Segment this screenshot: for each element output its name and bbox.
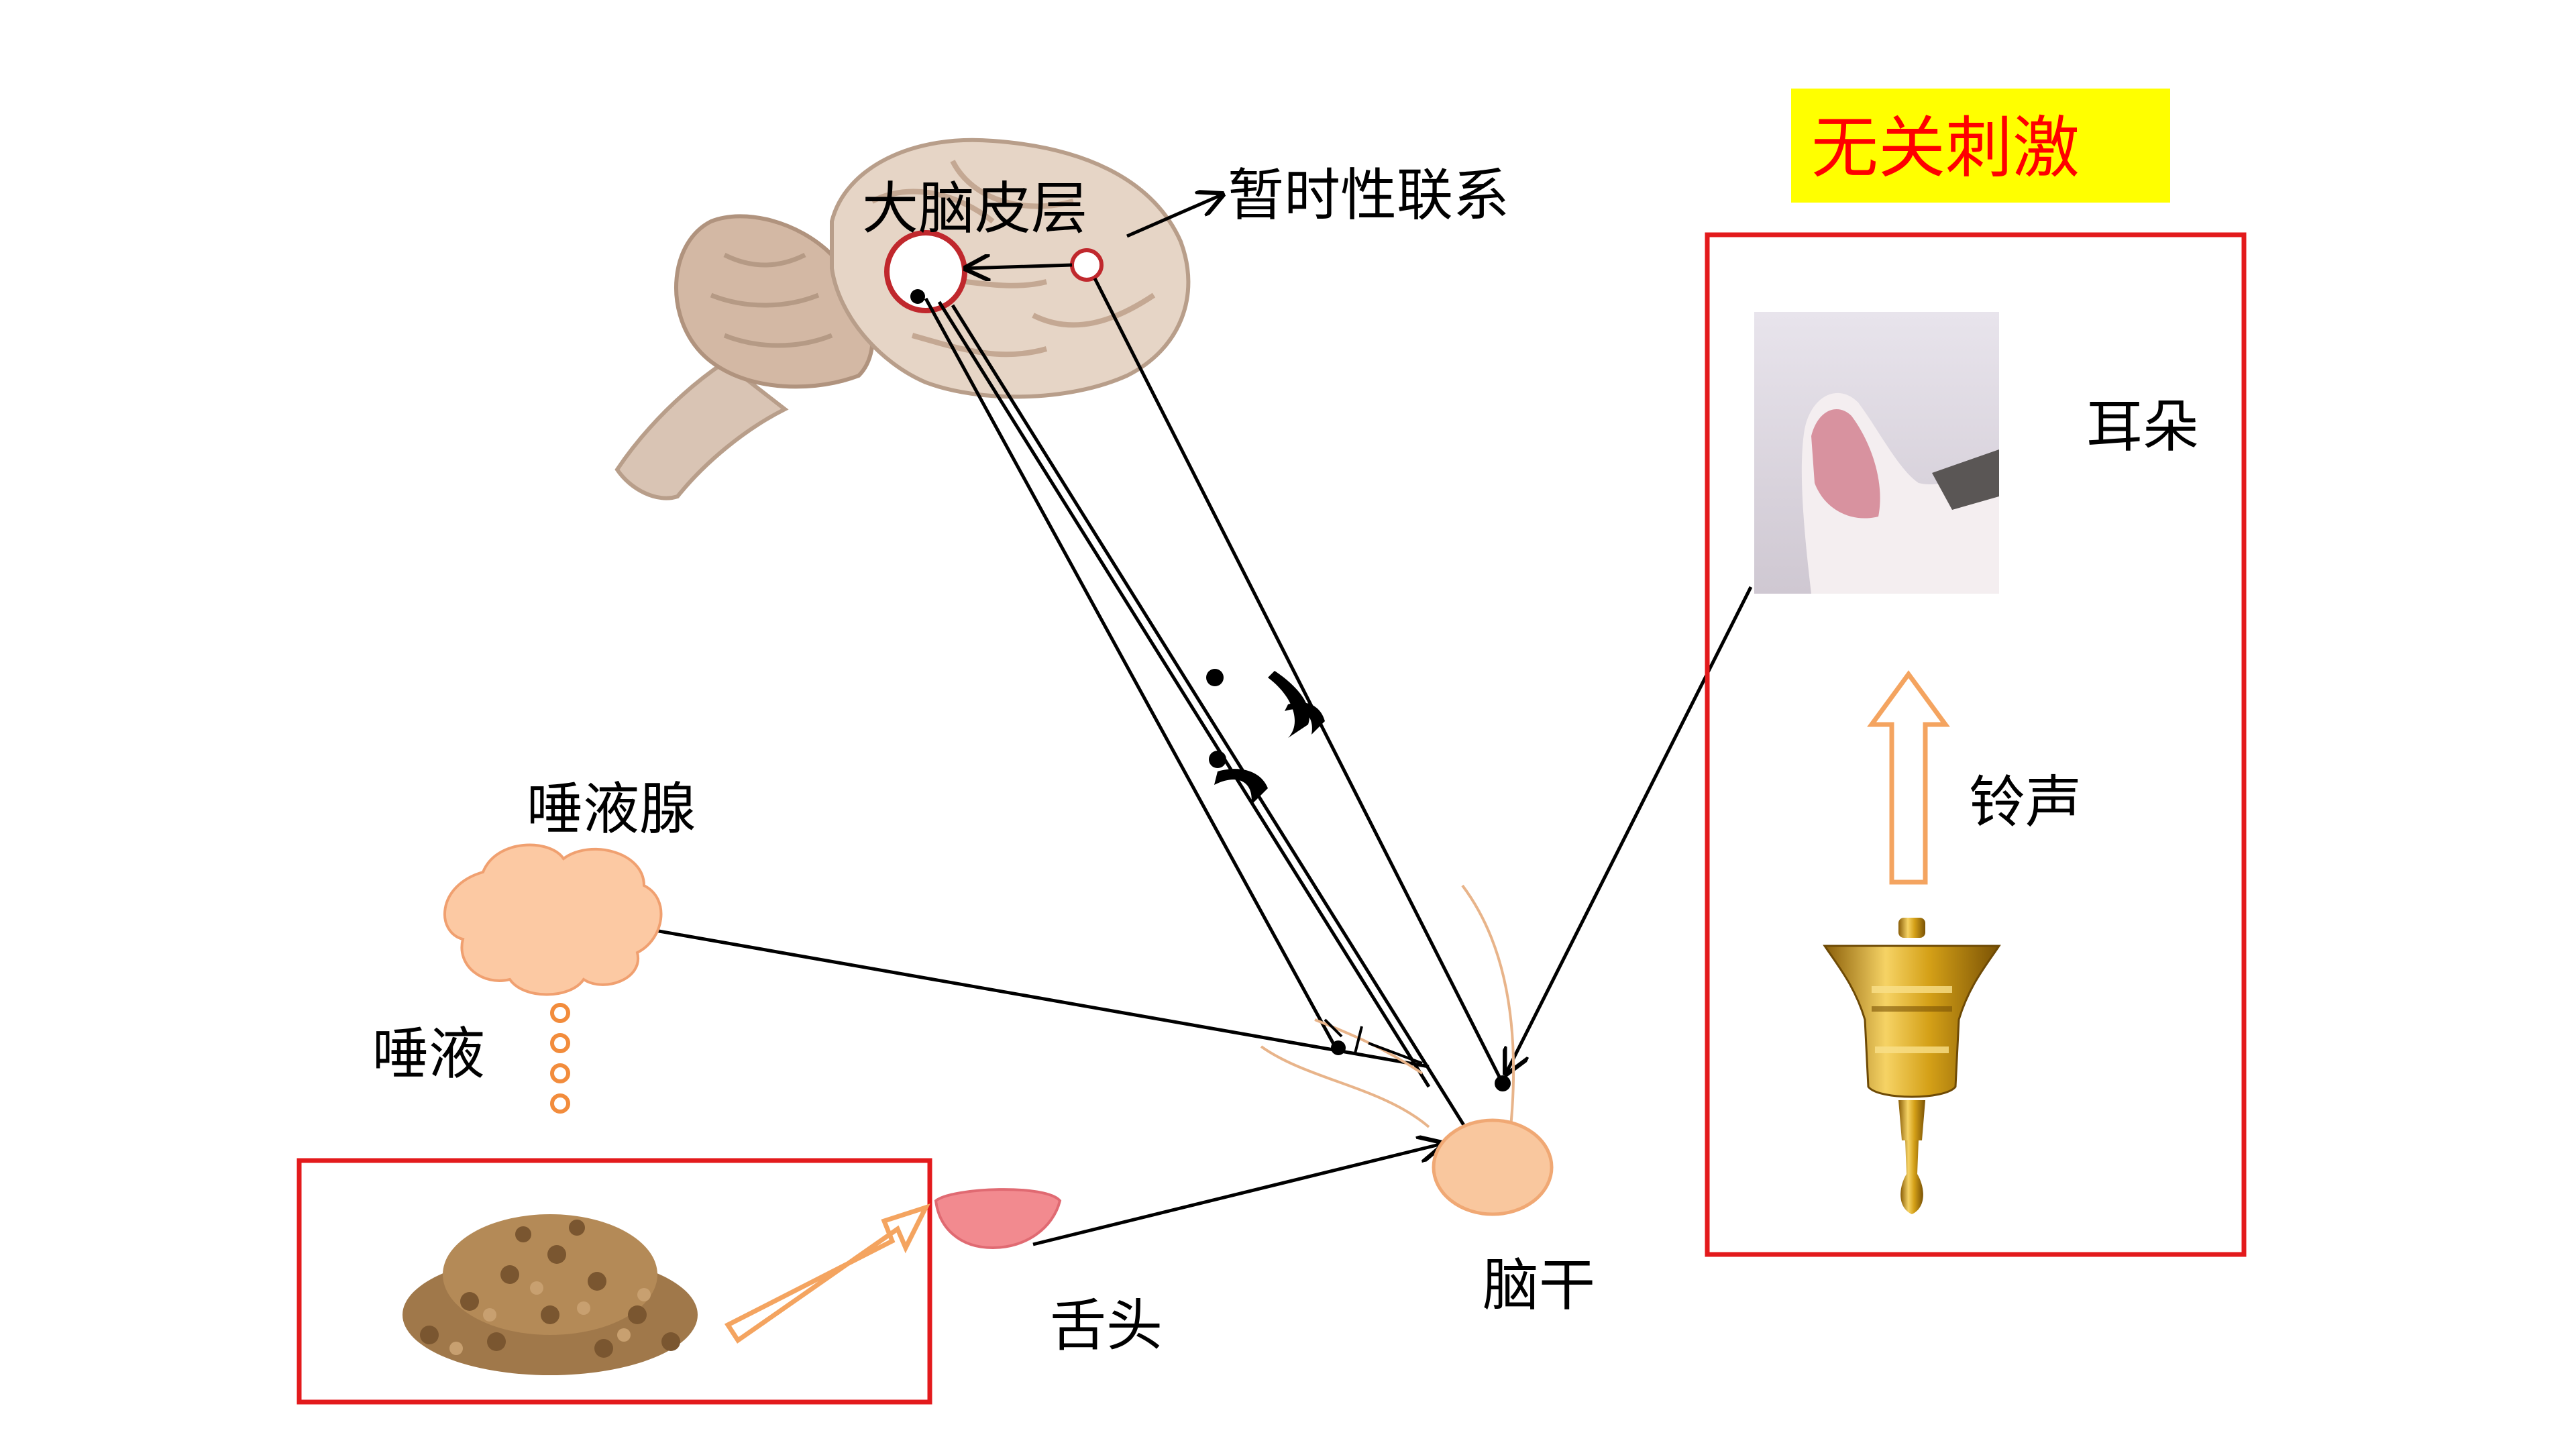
sound-to-ear-arrow: [1872, 674, 1945, 882]
saliva-drops: [552, 1005, 568, 1112]
salivary-gland-label: 唾液腺: [527, 776, 696, 842]
irrelevant-stimulus-title: 无关刺激: [1811, 109, 2080, 187]
temporary-connection-label: 暂时性联系: [1228, 162, 1509, 228]
gold-bell-icon: [1825, 918, 1999, 1214]
cortex-label: 大脑皮层: [862, 176, 1087, 241]
saliva-label: 唾液: [372, 1021, 485, 1087]
salivary-gland-icon: [445, 845, 661, 995]
brainstem-label: 脑干: [1483, 1252, 1595, 1318]
tongue-icon: [936, 1189, 1060, 1248]
tongue-label: 舌头: [1050, 1293, 1163, 1358]
food-to-tongue-arrow: [728, 1208, 926, 1340]
brainstem-outline: [1261, 885, 1513, 1140]
cortex-center-small: [1072, 250, 1102, 280]
ear-label: 耳朵: [2086, 394, 2199, 460]
kibble-pile-icon: [402, 1214, 698, 1375]
bell-sound-label: 铃声: [1969, 769, 2082, 835]
cat-ear-photo: [1754, 312, 1999, 594]
brainstem-blob: [1434, 1120, 1552, 1214]
